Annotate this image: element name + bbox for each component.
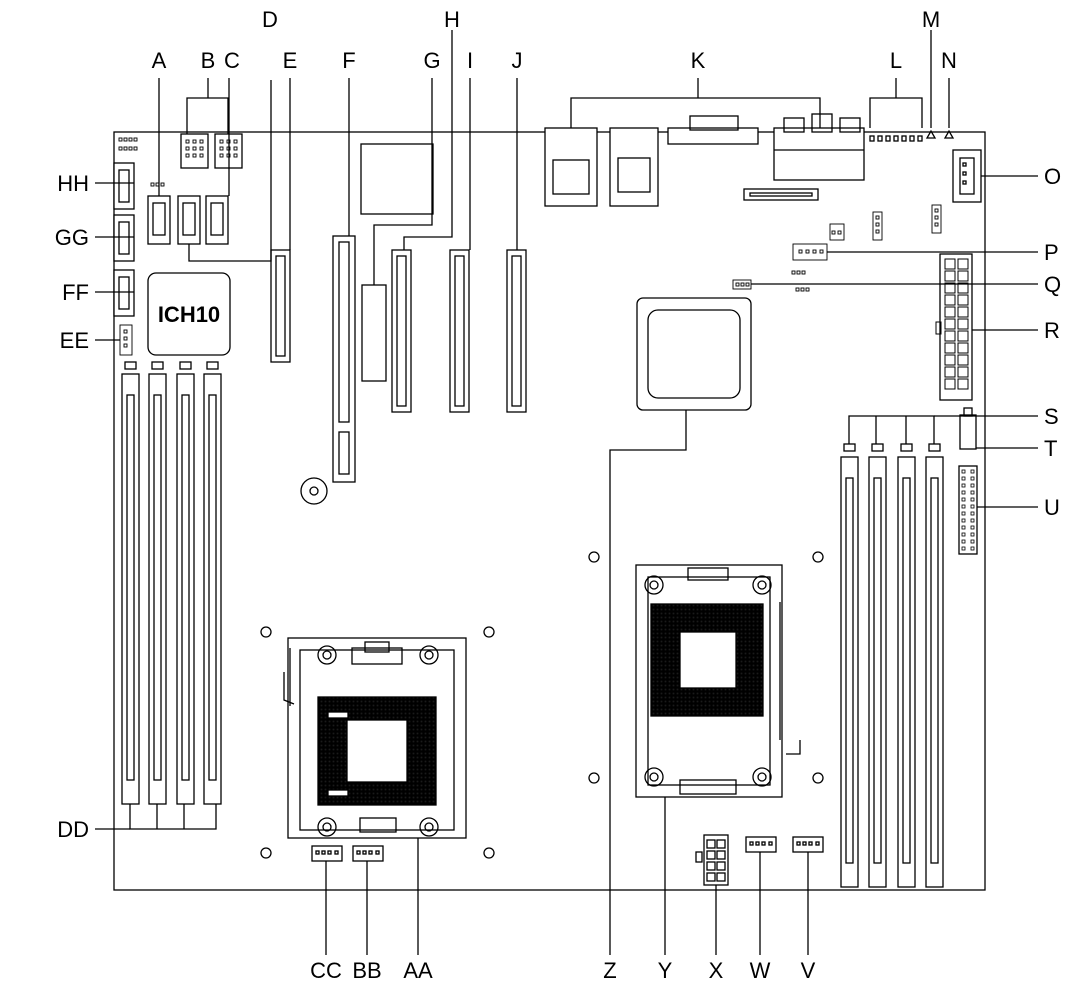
ich10-chip — [147, 272, 231, 356]
label-y: Y — [658, 958, 673, 983]
label-c: C — [224, 48, 240, 73]
leader-h — [403, 30, 453, 250]
header-ee — [119, 324, 133, 356]
pcie-slot-j — [506, 249, 527, 413]
dimm-slots-left — [121, 361, 222, 805]
status-led-m — [925, 129, 937, 139]
small-headers — [732, 204, 942, 292]
label-k: K — [691, 48, 706, 73]
label-d: D — [262, 7, 278, 32]
label-cc: CC — [310, 958, 342, 983]
front-panel-pins — [961, 469, 975, 551]
callout-labels: A B C D E F G H I J K L M N O P Q R S T … — [55, 7, 1061, 983]
label-l: L — [890, 48, 902, 73]
fan-header-w — [745, 836, 777, 853]
diagnostic-leds — [869, 135, 923, 142]
pci-slot-f — [332, 235, 356, 483]
sata-ports-left — [113, 162, 135, 317]
pcie-slot-i — [449, 249, 470, 413]
label-r: R — [1044, 318, 1060, 343]
label-ee: EE — [60, 328, 89, 353]
cpu-power-connector-x — [695, 834, 729, 886]
label-bb: BB — [352, 958, 381, 983]
label-v: V — [801, 958, 816, 983]
label-w: W — [750, 958, 771, 983]
component-g — [361, 284, 387, 382]
chipset-heatsink — [360, 143, 434, 215]
label-f: F — [342, 48, 355, 73]
label-h: H — [444, 7, 460, 32]
label-j: J — [512, 48, 523, 73]
label-aa: AA — [403, 958, 433, 983]
connector-t — [959, 414, 977, 450]
label-hh: HH — [57, 171, 89, 196]
front-panel-header — [958, 465, 978, 555]
label-t: T — [1044, 436, 1057, 461]
label-m: M — [922, 7, 940, 32]
atx-power-pins — [935, 258, 969, 390]
connector-o — [952, 149, 982, 203]
label-z: Z — [603, 958, 616, 983]
label-b: B — [201, 48, 216, 73]
ioh-chip — [636, 297, 752, 411]
usb-headers — [180, 133, 243, 169]
label-a: A — [152, 48, 167, 73]
dimm-slots-right — [840, 443, 944, 888]
leader-lines — [95, 30, 1038, 955]
label-x: X — [709, 958, 724, 983]
pcie-slot-e — [270, 249, 291, 363]
atx-power-connector — [939, 253, 973, 401]
label-i: I — [467, 48, 473, 73]
label-q: Q — [1044, 272, 1061, 297]
label-u: U — [1044, 495, 1060, 520]
label-g: G — [423, 48, 440, 73]
leader-g — [373, 78, 433, 285]
label-dd: DD — [57, 817, 89, 842]
ich10-chip-label: ICH10 — [158, 302, 220, 327]
fan-header-v — [792, 836, 824, 853]
mounting-screw — [300, 477, 328, 505]
label-n: N — [941, 48, 957, 73]
label-p: P — [1044, 240, 1059, 265]
board-outline — [113, 131, 986, 891]
riser-slot — [743, 188, 819, 201]
leader-d-bracket — [188, 80, 272, 262]
cpu-socket-left — [283, 637, 467, 839]
label-s: S — [1044, 404, 1059, 429]
sata-ports-top — [147, 195, 229, 245]
status-led-n — [943, 129, 955, 139]
rear-io-ports — [544, 113, 865, 207]
pcie-slot-h — [391, 249, 412, 413]
standoff-holes — [260, 551, 824, 859]
label-gg: GG — [55, 225, 89, 250]
label-e: E — [283, 48, 298, 73]
cpu-socket-right — [635, 564, 801, 798]
label-ff: FF — [62, 280, 89, 305]
fan-header-cc — [311, 845, 343, 862]
label-o: O — [1044, 164, 1061, 189]
fan-header-bb — [352, 845, 384, 862]
